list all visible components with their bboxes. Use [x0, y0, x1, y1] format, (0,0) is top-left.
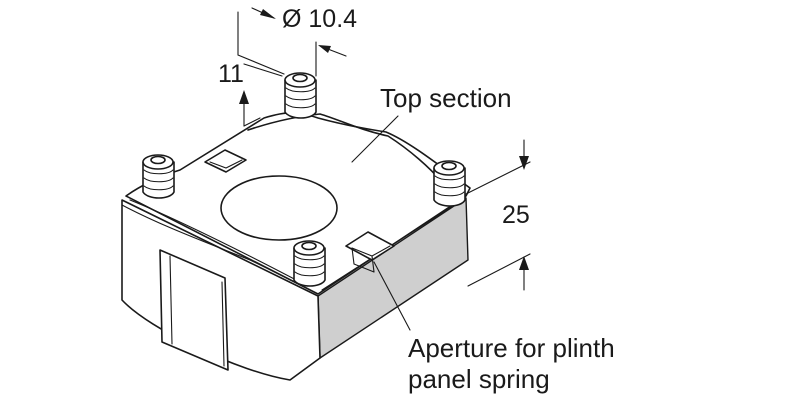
pin-height-arrow — [239, 90, 249, 104]
threaded-pin-front — [293, 240, 326, 287]
diameter-label: Ø 10.4 — [282, 5, 357, 33]
diameter-ext-line-left — [237, 11, 285, 75]
body-front-edge — [121, 204, 317, 293]
top-section-ridge — [247, 113, 443, 183]
aperture-label-line2: panel spring — [408, 364, 550, 394]
front-slot-inner — [169, 255, 225, 367]
top-section-callout: Top section — [351, 83, 512, 163]
pin-height-label: 11 — [218, 60, 244, 88]
top-section-label: Top section — [380, 83, 512, 113]
top-edge-highlight — [129, 199, 301, 283]
threaded-pin-back — [284, 72, 317, 119]
aperture-leader — [373, 261, 411, 331]
front-slot — [159, 249, 229, 371]
body-height-dimension: 25 — [465, 139, 531, 291]
body-height-ext-top — [465, 161, 531, 195]
body-height-arrow-bottom — [519, 256, 529, 270]
left-aperture — [204, 149, 247, 173]
body-height-label: 25 — [502, 201, 530, 229]
aperture-label-line1: Aperture for plinth — [408, 333, 615, 363]
pin-height-ext-top — [243, 63, 283, 77]
body-height-ext-bottom — [467, 253, 531, 287]
pin-height-dimension: 11 — [218, 60, 283, 127]
plinth-adjuster-body — [121, 111, 471, 381]
center-boss — [220, 175, 338, 241]
pin-height-ext-bottom — [243, 117, 261, 127]
diameter-arrow-left — [260, 9, 276, 19]
aperture-inner — [351, 245, 391, 273]
threaded-pin-right — [433, 160, 466, 207]
body-height-arrow-top — [519, 156, 529, 170]
diameter-arrow-right — [318, 45, 331, 53]
aperture-callout: Aperture for plinth panel spring — [373, 261, 615, 394]
diameter-dimension: Ø 10.4 — [237, 5, 357, 77]
threaded-pin-left — [142, 154, 175, 199]
top-section-leader — [351, 115, 399, 163]
aperture-for-plinth-spring — [345, 231, 395, 261]
left-aperture-inner — [209, 159, 243, 169]
